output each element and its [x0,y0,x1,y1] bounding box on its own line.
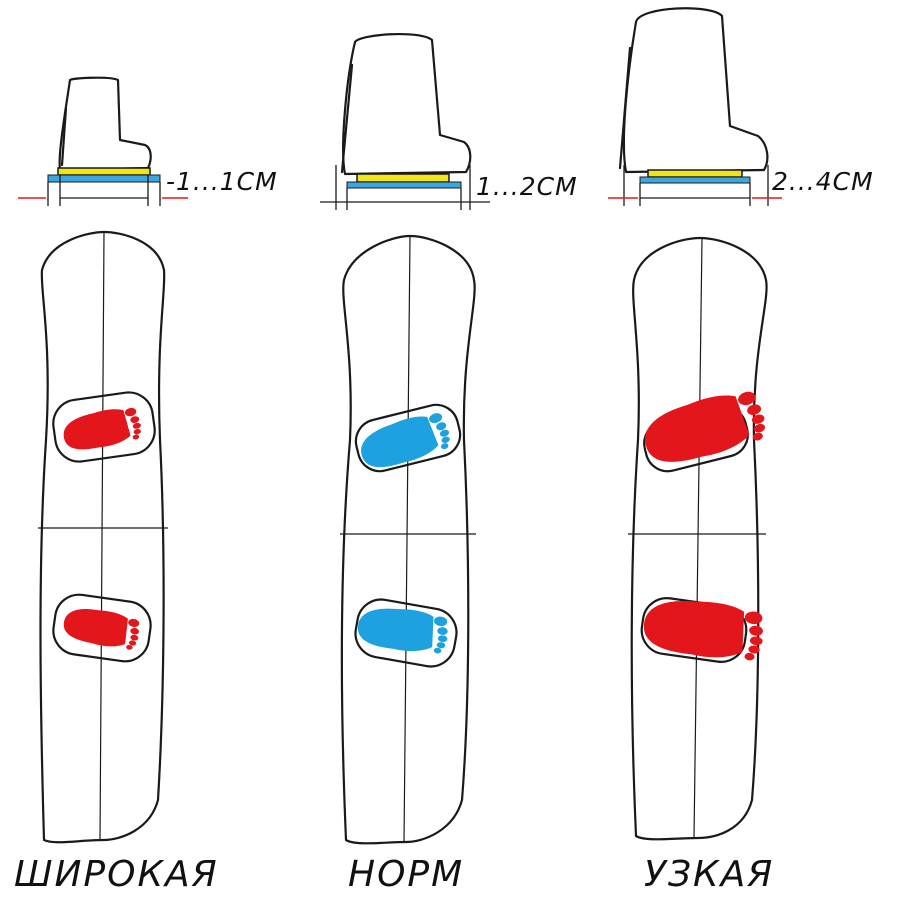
snowboard [340,234,476,845]
sole-plate [356,173,450,183]
overhang-value: 1...2СМ [476,172,578,201]
panel-label: НОРМ [348,854,464,895]
boot-icon [340,32,472,176]
panel-narrow: 2...4СМ УЗКАЯ [608,7,874,895]
measure-lines [608,165,782,206]
panel-norm: 1...2СМ НОРМ [320,32,578,895]
boot-icon [58,76,152,172]
overhang-value: 2...4СМ [772,167,874,196]
binding-front [52,391,156,463]
binding-rear [354,598,458,668]
foot-icon [355,604,451,656]
sole-plate [647,169,743,178]
binding-front [354,403,462,473]
panel-label: УЗКАЯ [644,854,774,895]
measure-lines [320,165,490,210]
snowboard [628,236,768,841]
board-base [639,176,751,184]
foot-icon [61,604,143,652]
sole-plate [57,167,151,176]
panel-wide: -1...1СМ ШИРОКАЯ [14,76,278,895]
binding-rear [52,593,152,663]
board-base [346,181,462,189]
measure-lines [18,175,188,206]
snowboard [38,230,168,844]
foot-icon [60,403,144,455]
foot-icon [637,384,771,472]
board-base [47,174,161,183]
panel-label: ШИРОКАЯ [14,854,219,895]
overhang-value: -1...1СМ [166,167,278,196]
boot-icon [618,7,769,174]
